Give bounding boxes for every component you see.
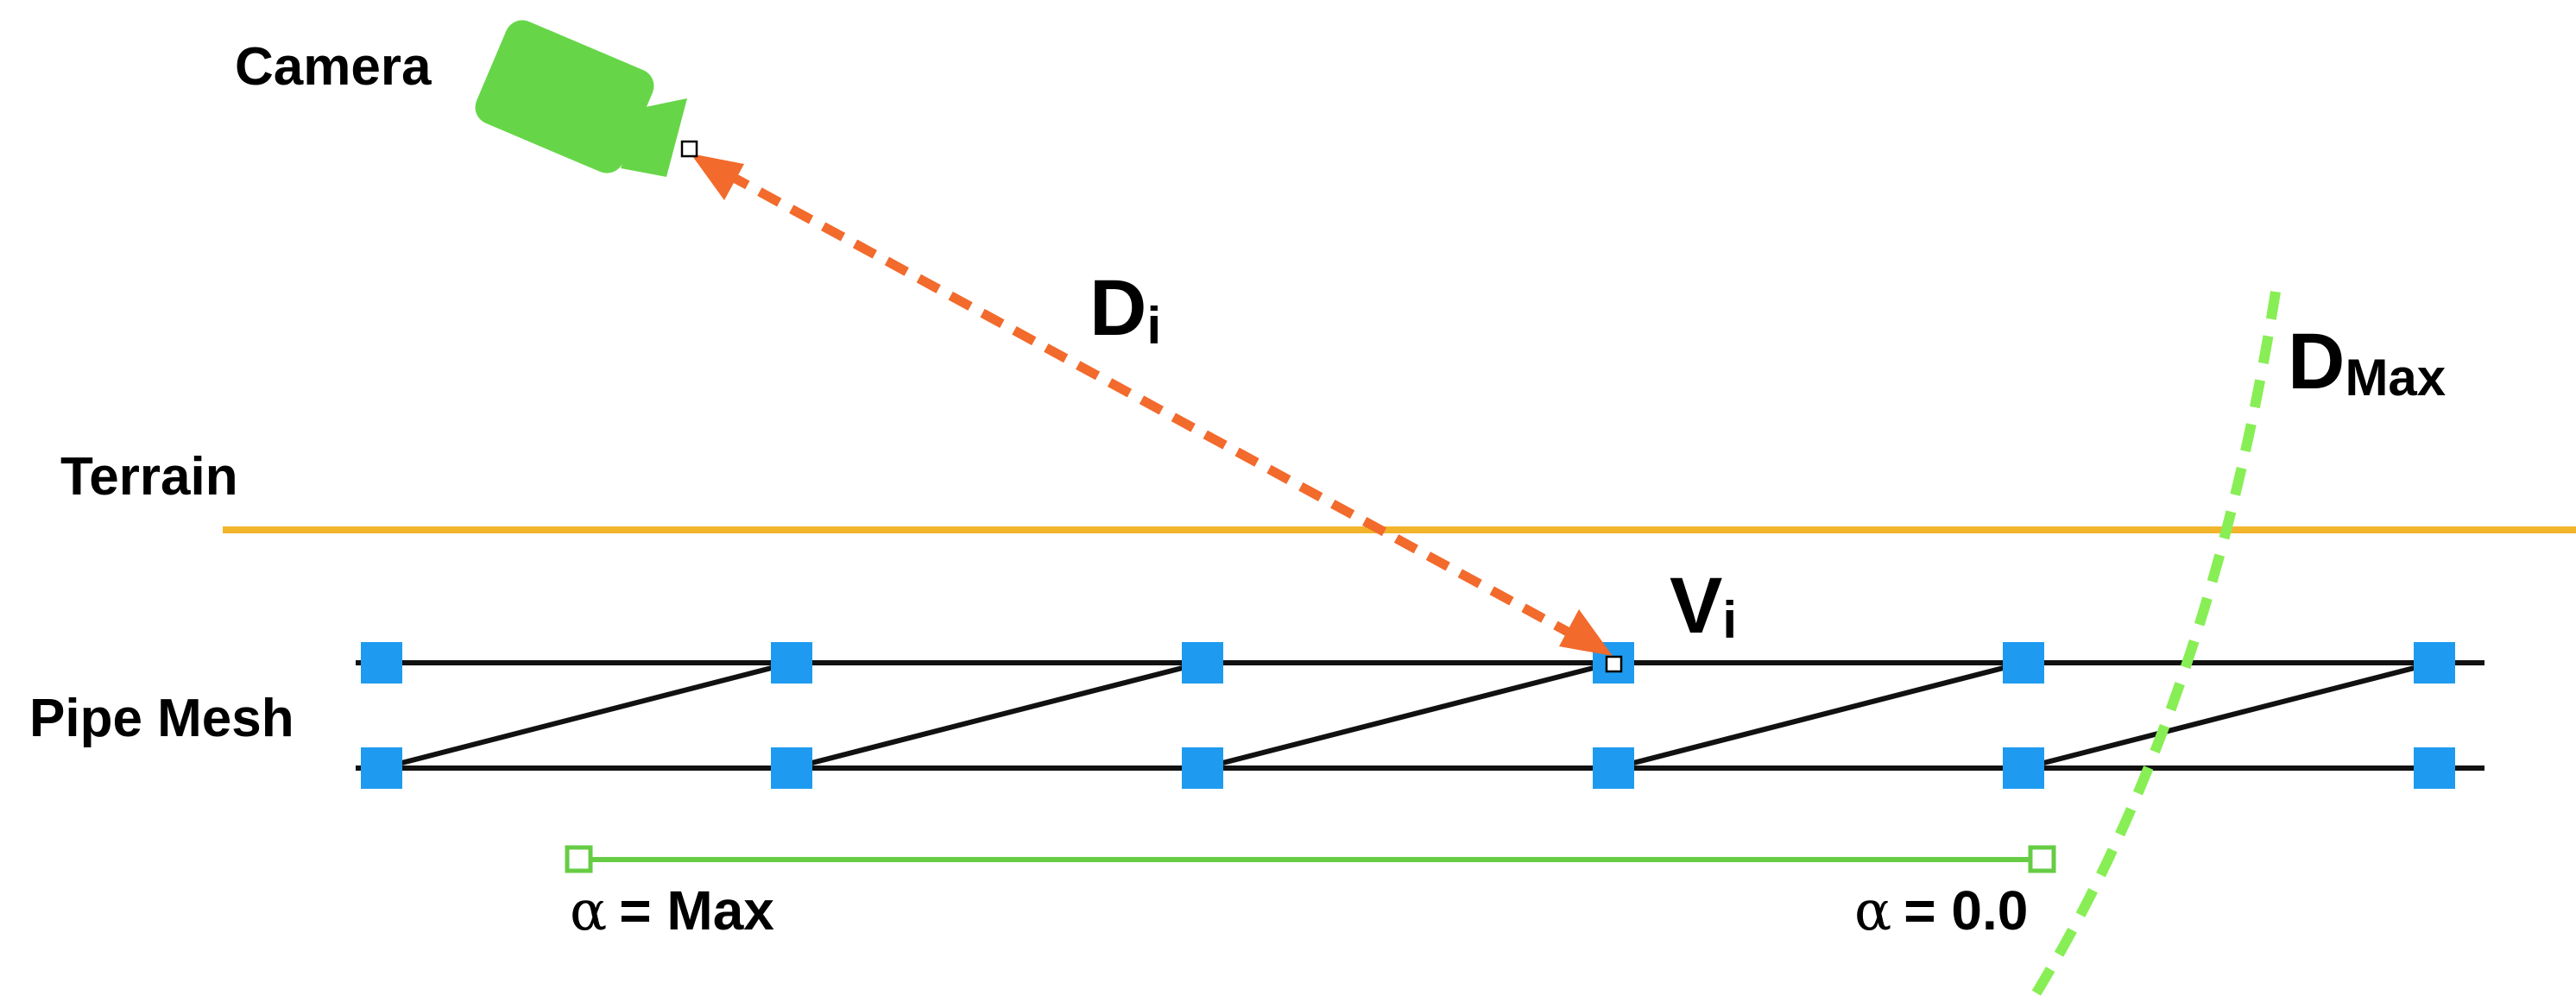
distance-label-sub: i [1146, 297, 1161, 355]
distance-arrow [680, 140, 1623, 673]
camera-anchor-point [680, 140, 698, 158]
mesh-vertex [2003, 642, 2044, 684]
camera-body [475, 20, 654, 173]
mesh-vertex [361, 642, 402, 684]
alpha-start-marker [565, 845, 593, 873]
distance-arrow-line [725, 170, 1578, 640]
mesh-diagonal [381, 660, 792, 771]
mesh-diagonal [1613, 660, 2024, 771]
distance-arrowhead-camera [691, 154, 744, 200]
distance-label-main: D [1089, 264, 1146, 352]
alpha-zero-label: α= 0.0 [1854, 879, 2028, 943]
alpha-symbol: α [1854, 879, 1891, 943]
mesh-vertex [2414, 642, 2455, 684]
terrain-label: Terrain [60, 447, 238, 507]
mesh-vertex [771, 642, 812, 684]
mesh-vertex [2003, 747, 2044, 789]
mesh-vertex [771, 747, 812, 789]
mesh-vertices [361, 642, 2455, 789]
vertex-label: Vi [1670, 562, 1737, 650]
mesh-vertex [1182, 747, 1223, 789]
vertex-label-main: V [1670, 562, 1722, 650]
alpha-max-label: α= Max [570, 879, 774, 943]
distance-arrowhead-vertex [1559, 609, 1613, 656]
alpha-max-value: = Max [619, 879, 774, 942]
vertex-label-sub: i [1722, 591, 1737, 649]
pipe-mesh [356, 660, 2484, 771]
pipe-mesh-label: Pipe Mesh [29, 689, 294, 748]
mesh-vertex [2414, 747, 2455, 789]
dmax-label: DMax [2288, 318, 2446, 406]
alpha-end-marker [2028, 845, 2056, 873]
dmax-label-main: D [2288, 318, 2345, 406]
video-camera-icon [475, 20, 687, 177]
distance-label: Di [1089, 264, 1161, 355]
dmax-label-sub: Max [2345, 349, 2446, 406]
mesh-vertex [1182, 642, 1223, 684]
mesh-diagonal [1202, 660, 1614, 771]
mesh-diagonal [791, 660, 1203, 771]
camera-lens [621, 98, 687, 177]
mesh-diagonal [2023, 660, 2435, 771]
alpha-symbol: α [570, 879, 607, 943]
mesh-vertex [361, 747, 402, 789]
alpha-range-bar [565, 845, 2056, 873]
camera-label: Camera [235, 37, 432, 97]
alpha-zero-value: = 0.0 [1904, 879, 2028, 942]
mesh-vertex [1593, 747, 1634, 789]
dmax-curve [2030, 291, 2281, 998]
vertex-anchor-point [1605, 655, 1623, 673]
